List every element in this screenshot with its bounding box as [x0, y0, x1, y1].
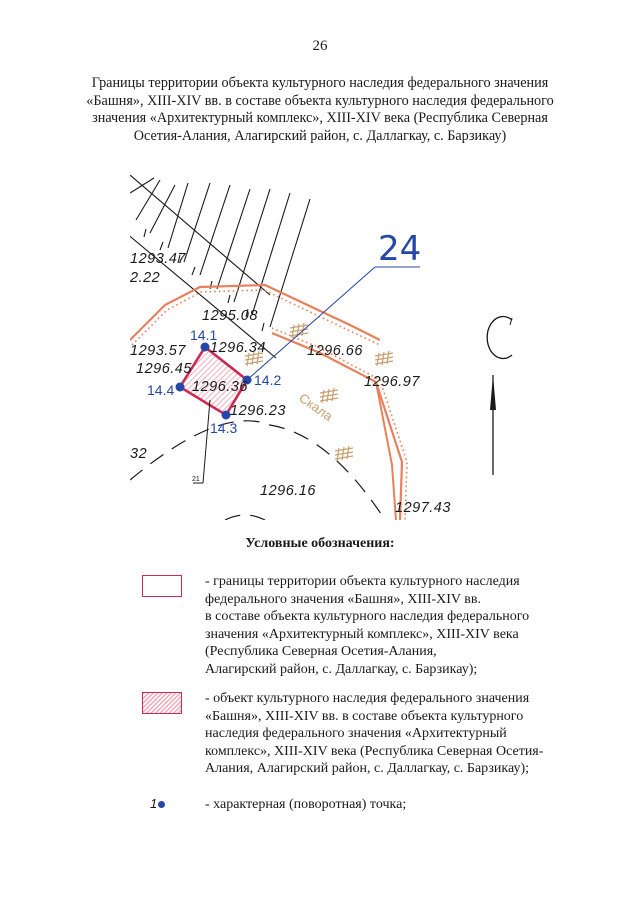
elevation-label: 1296.34 [210, 340, 266, 356]
legend-text-line: значения «Архитектурный комплекс», XIII-… [205, 626, 519, 642]
elevation-label: 1297.43 [395, 500, 451, 516]
point-dot-icon [158, 801, 166, 808]
elevation-label: 1296.45 [136, 361, 192, 377]
point-label: 14.2 [254, 372, 281, 388]
cliff-teeth-lower [271, 327, 408, 520]
legend-title: Условные обозначения: [245, 536, 395, 551]
turning-points [175, 342, 252, 420]
elevation-label: 1296.66 [307, 343, 363, 359]
elevation-label: 32 [130, 446, 147, 462]
legend-text-line: наследия федерального значения «Архитект… [205, 726, 507, 742]
object-number-label: 24 [378, 229, 421, 269]
turning-point-14-4 [175, 382, 185, 392]
legend-text-line: (Республика Северная Осетия-Алания, [205, 644, 437, 660]
point-label: 14.1 [190, 327, 217, 343]
elevation-label: 1296.97 [364, 374, 420, 390]
elevation-label: 1293.57 [130, 343, 186, 359]
small-label: 21 [192, 476, 200, 483]
elevation-label: 1296.23 [230, 403, 286, 419]
legend-text-line: «Башня», XIII-XIV вв. в составе объекта … [205, 708, 524, 724]
point-symbol-label: 1 [150, 796, 158, 811]
elevation-label: 1293.47 [130, 251, 186, 267]
title-line: «Башня», XIII-XIV вв. в составе объекта … [86, 92, 554, 109]
title-line: значения «Архитектурный комплекс», XIII-… [92, 110, 548, 126]
legend-text-line: - объект культурного наследия федерально… [205, 691, 530, 706]
leader-line [246, 266, 376, 381]
legend-text-line: Алания, Алагирский район, с. Даллагкау, … [205, 761, 530, 777]
legend-text-line: Алагирский район, с. Даллагкау, с. Барзи… [205, 661, 478, 677]
elevation-label: 1296.36 [192, 379, 248, 395]
legend-text-line: в составе объекта культурного наследия ф… [205, 609, 530, 625]
point-label: 14.4 [147, 382, 174, 398]
contour-lines [130, 420, 386, 520]
turning-point-14-2 [242, 375, 252, 385]
point-label: 14.3 [210, 420, 237, 436]
turning-point-icon: 1 [150, 796, 166, 811]
title-line: Границы территории объекта культурного н… [91, 75, 549, 91]
rock-mark [334, 445, 354, 462]
cliff-teeth-upper [131, 289, 381, 346]
site-map: 24 21 14.1 14.2 14.3 14.4 1293.47 2.22 1… [130, 175, 530, 520]
legend-text-line: - характерная (поворотная) точка; [205, 797, 407, 812]
turning-point-14-3 [221, 410, 231, 420]
boundary-outline-icon [142, 575, 182, 597]
cliff-edge-upper [130, 283, 381, 341]
legend-text-line: комплекс», XIII-XIV века (Республика Сев… [205, 743, 544, 759]
north-arrow-icon [486, 315, 513, 475]
elevation-label: 2.22 [130, 270, 160, 286]
rock-mark [319, 387, 339, 404]
title-line: Осетия-Алания, Алагирский район, с. Далл… [133, 127, 507, 144]
legend-text-line: федерального значения «Башня», XIII-XIV … [205, 591, 481, 607]
turning-point-14-1 [200, 342, 210, 352]
hatched-object-icon [142, 692, 182, 714]
elevation-label: 1295.08 [202, 308, 258, 324]
elevation-label: 1296.16 [260, 483, 316, 499]
page-number: 26 [312, 38, 328, 54]
page-title: Границы территории объекта культурного н… [60, 75, 580, 145]
rock-mark [374, 350, 394, 367]
rock-mark [289, 322, 309, 339]
legend-text-line: - границы территории объекта культурного… [205, 574, 520, 589]
slope-hatching [130, 175, 311, 359]
